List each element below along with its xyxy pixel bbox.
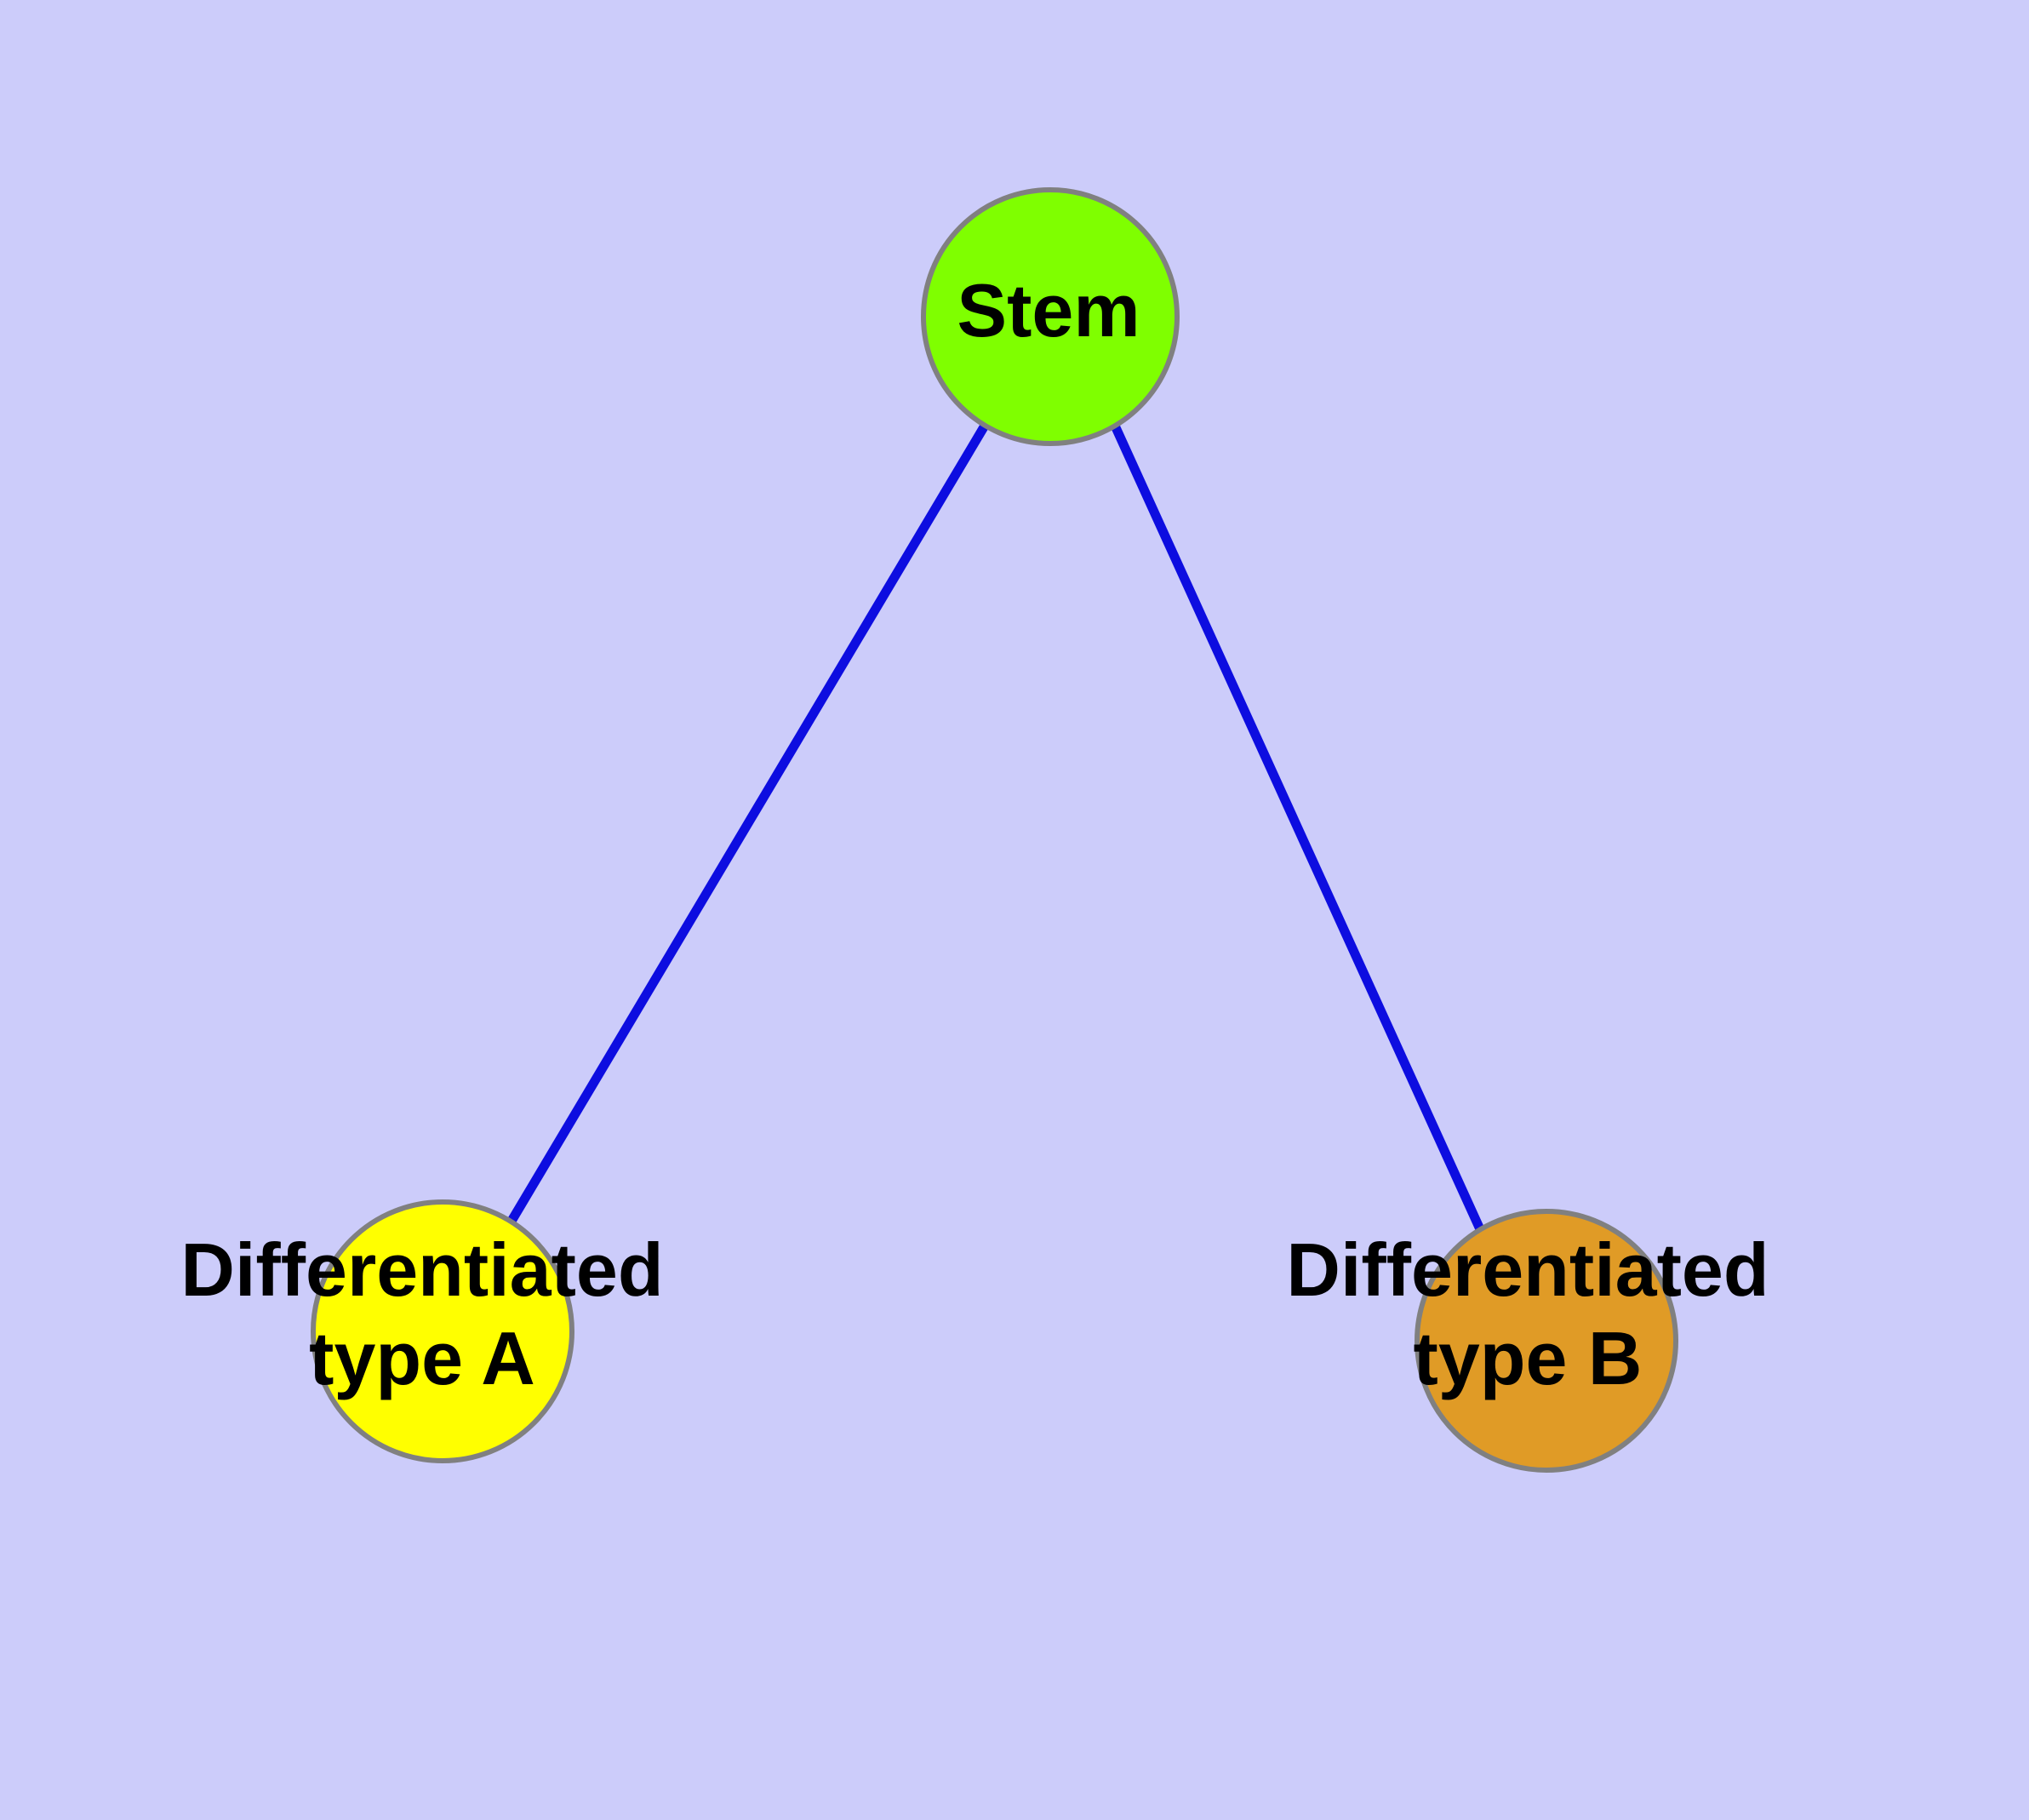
- node-label-line: type A: [309, 1316, 535, 1400]
- node-circle-diff_a[interactable]: [311, 1199, 574, 1463]
- node-label-line: Stem: [957, 268, 1140, 352]
- edges-group: [506, 423, 1485, 1232]
- node-circle-diff_b[interactable]: [1415, 1209, 1678, 1473]
- node-label-stem: Stem: [957, 268, 1140, 352]
- edge-stem-to-diff_b: [1110, 423, 1485, 1232]
- node-label-line: type B: [1414, 1316, 1643, 1400]
- node-label-line: Differentiated: [1286, 1228, 1769, 1312]
- node-circle-stem[interactable]: [921, 187, 1180, 446]
- edge-stem-to-diff_a: [506, 423, 989, 1225]
- node-label-line: Differentiated: [180, 1228, 663, 1312]
